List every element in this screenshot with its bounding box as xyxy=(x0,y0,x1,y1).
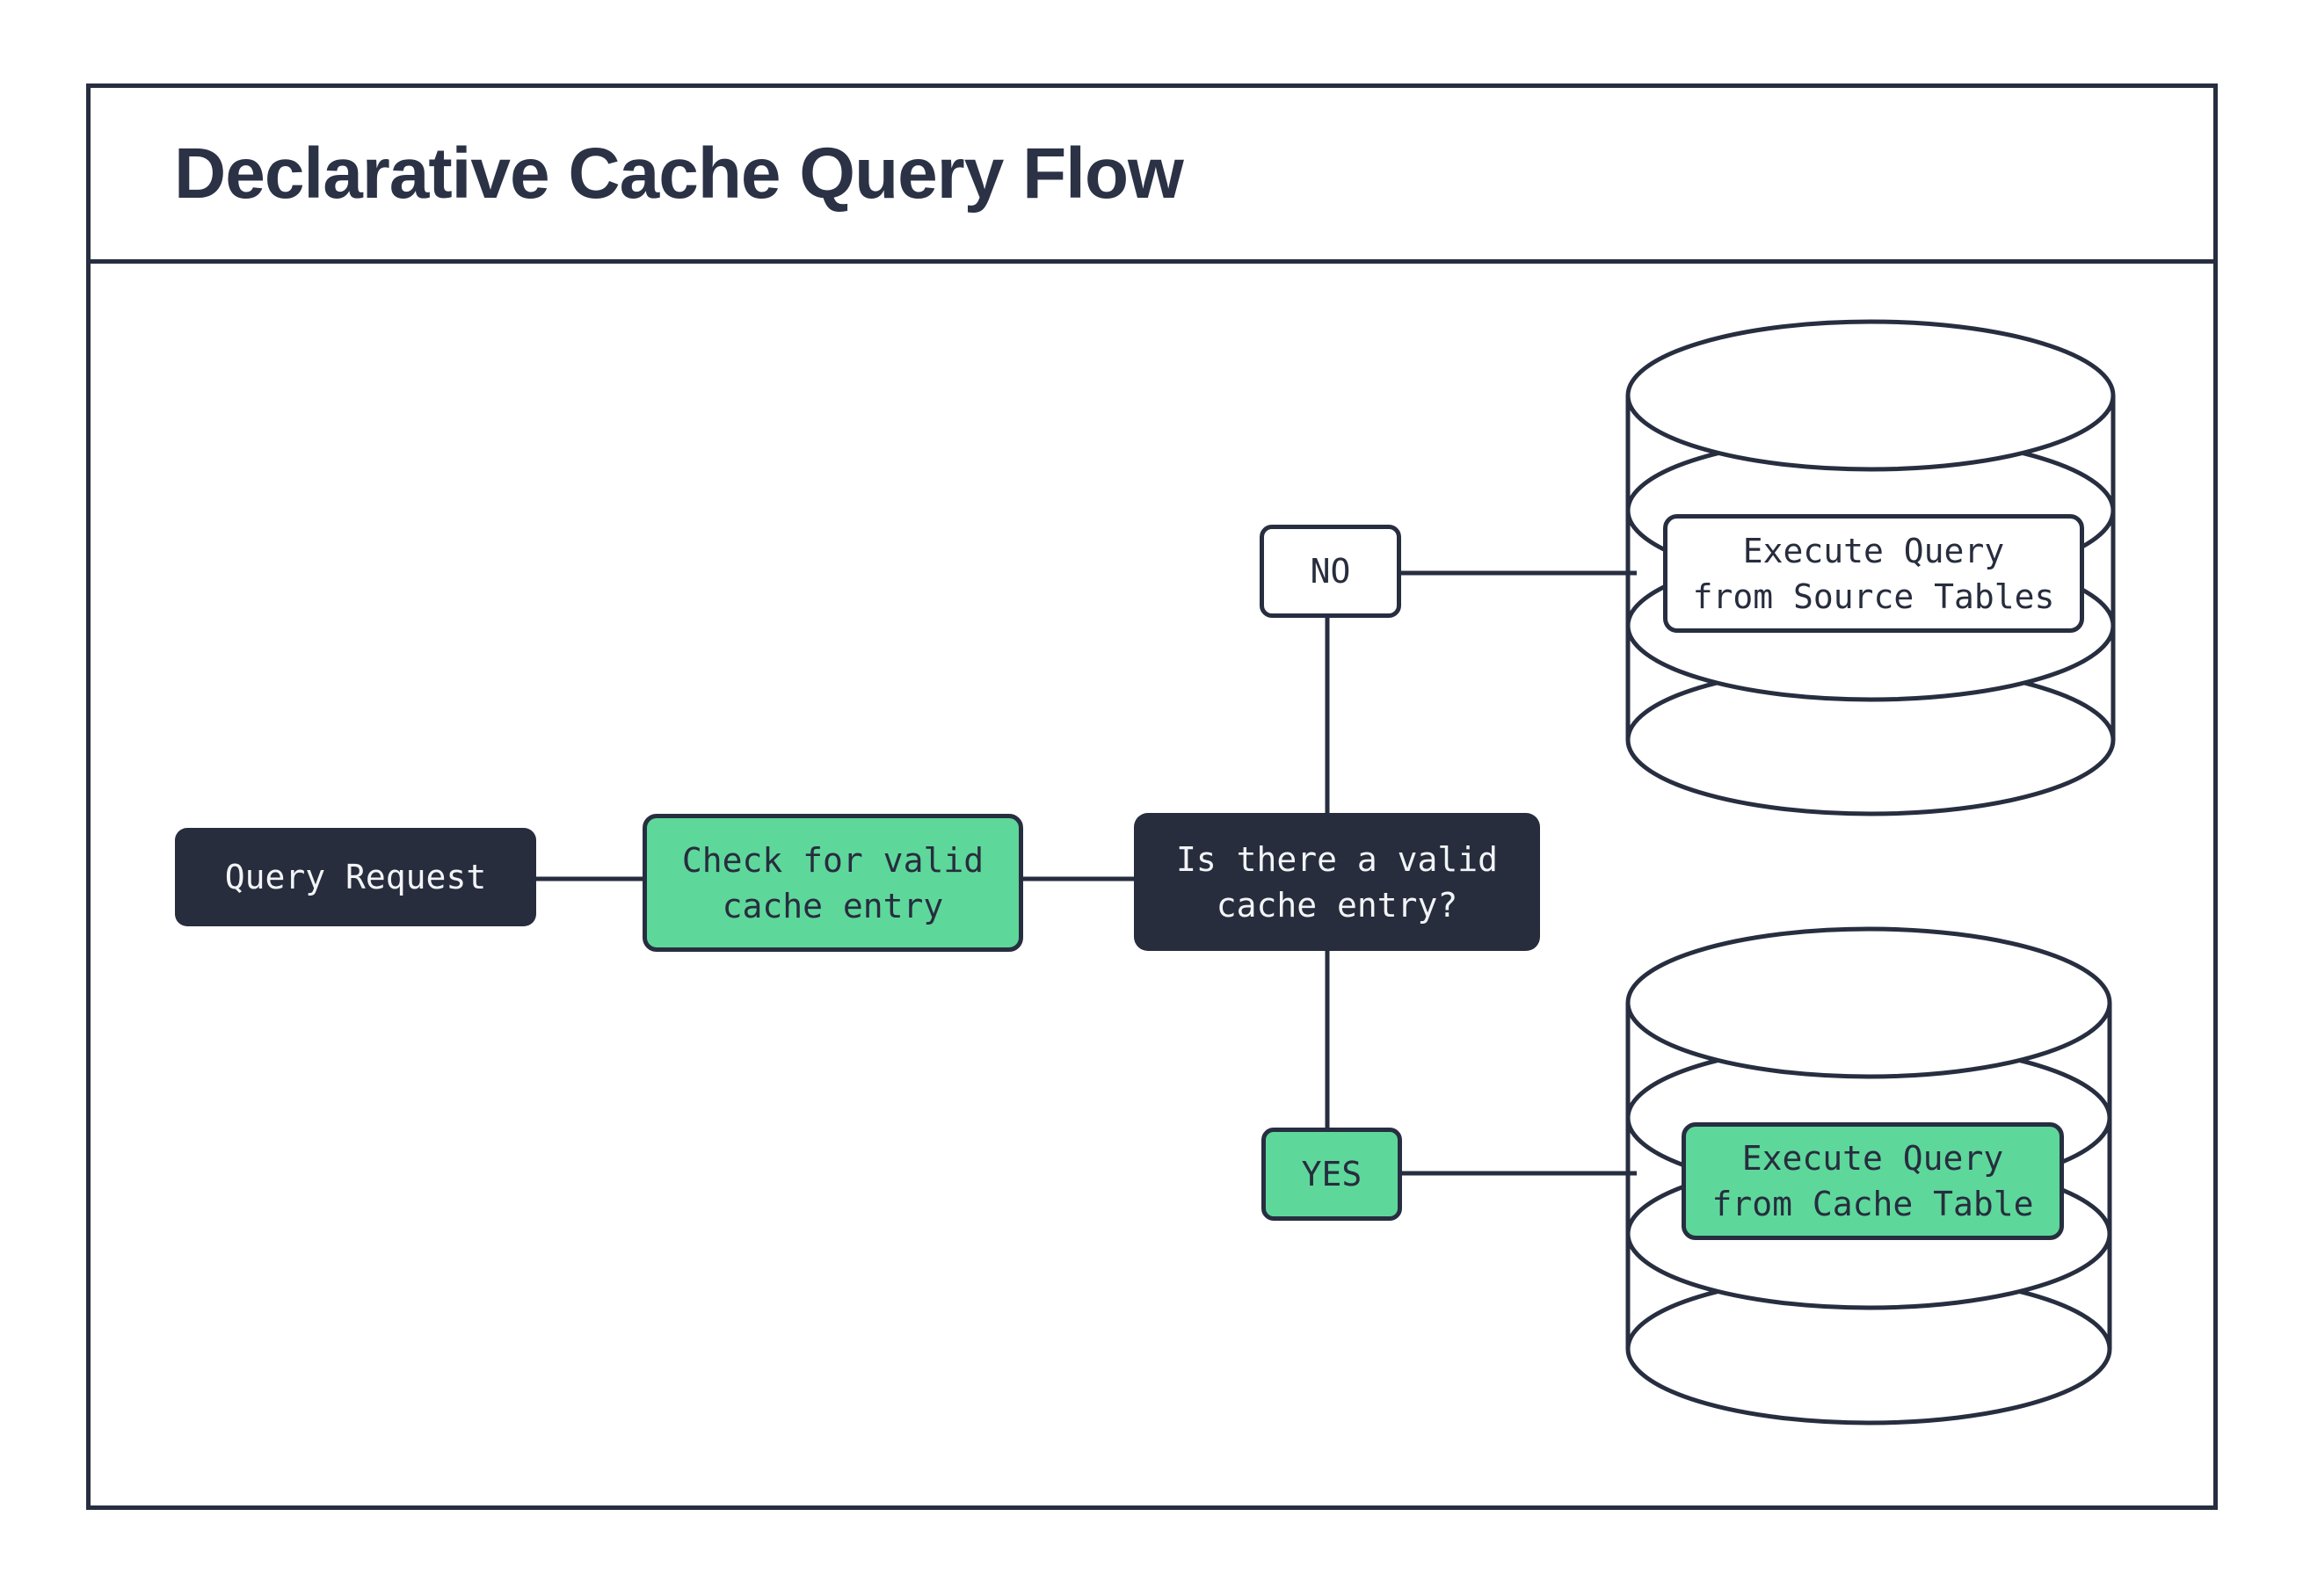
page-title: Declarative Cache Query Flow xyxy=(174,133,1184,214)
node-execute-source-label: Execute Query from Source Tables xyxy=(1692,531,2055,616)
node-check-cache: Check for valid cache entry xyxy=(643,814,1023,952)
node-branch-no: NO xyxy=(1260,525,1401,618)
node-execute-source: Execute Query from Source Tables xyxy=(1663,514,2084,633)
node-check-cache-label: Check for valid cache entry xyxy=(681,840,984,925)
node-branch-no-label: NO xyxy=(1310,552,1351,591)
node-branch-yes-label: YES xyxy=(1301,1155,1362,1193)
node-decision-label: Is there a valid cache entry? xyxy=(1175,839,1499,925)
node-execute-cache: Execute Query from Cache Table xyxy=(1682,1122,2064,1240)
node-decision-valid-cache: Is there a valid cache entry? xyxy=(1134,813,1540,951)
node-branch-yes: YES xyxy=(1261,1128,1402,1221)
node-query-request-label: Query Request xyxy=(224,858,487,896)
diagram-header: Declarative Cache Query Flow xyxy=(86,83,2218,264)
node-query-request: Query Request xyxy=(175,828,536,926)
node-execute-cache-label: Execute Query from Cache Table xyxy=(1711,1139,2034,1223)
